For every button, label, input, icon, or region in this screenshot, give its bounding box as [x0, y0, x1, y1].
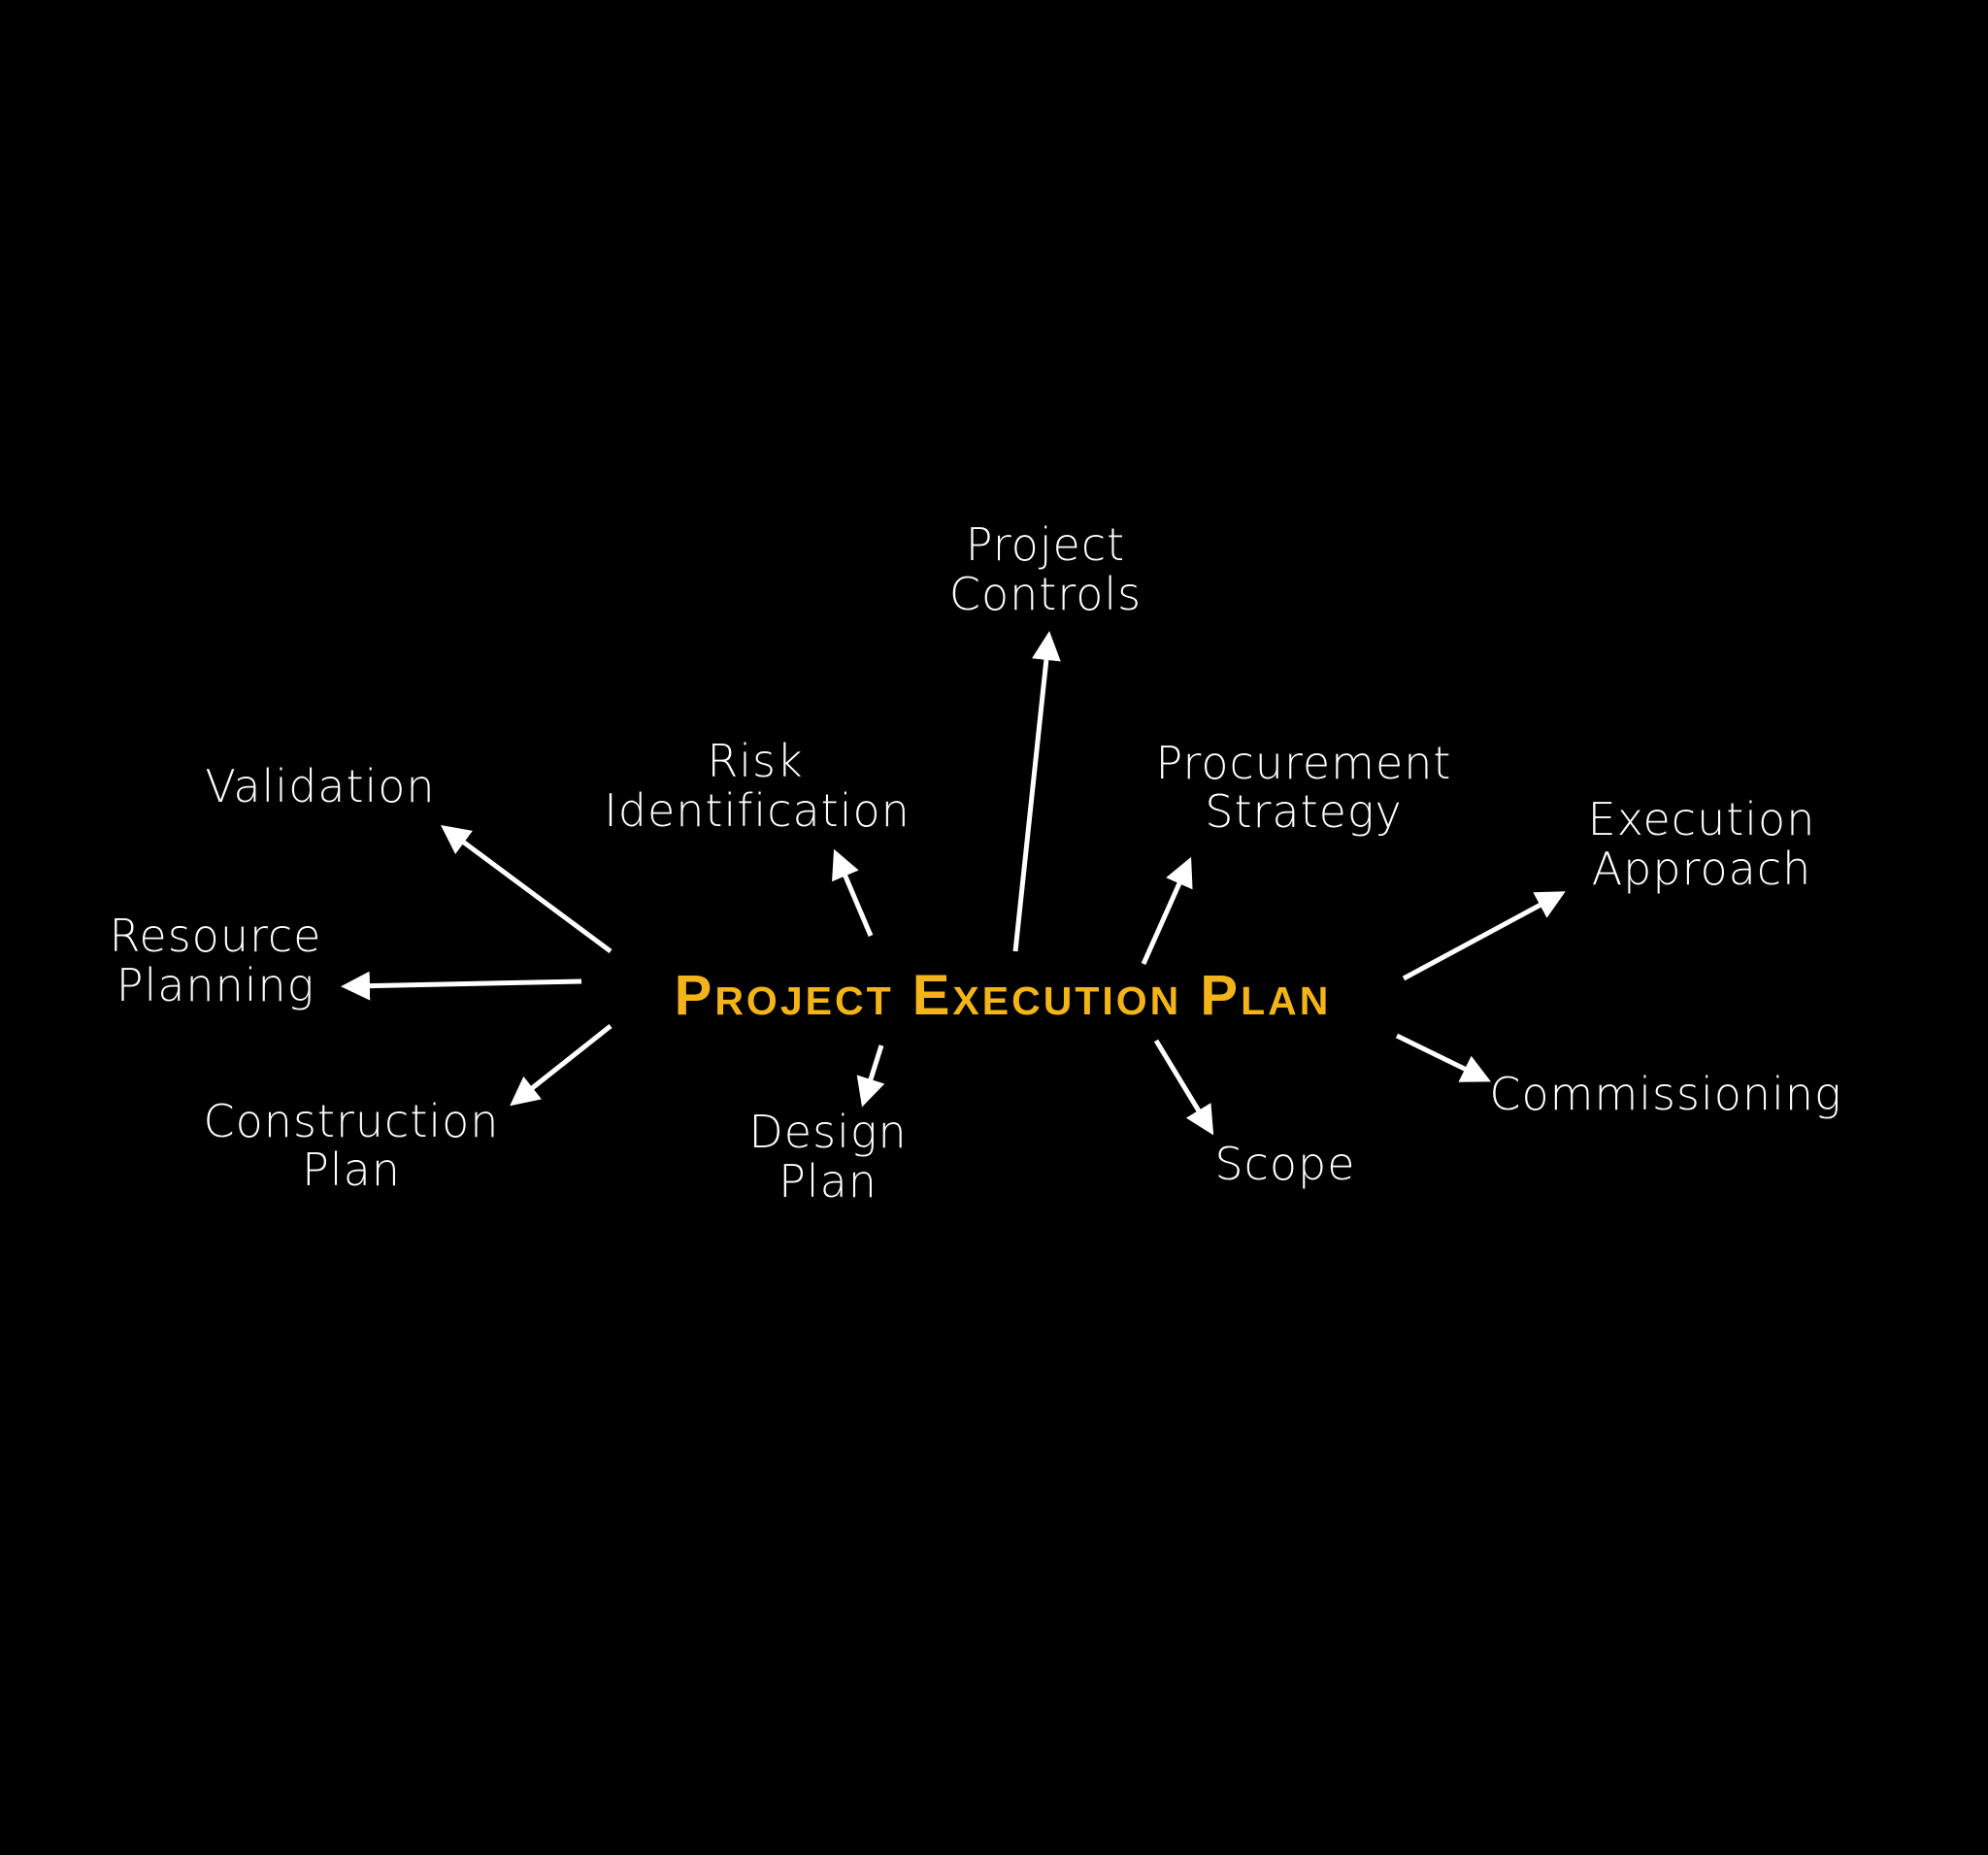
node-construction-plan: Construction Plan [204, 1095, 500, 1196]
arrow-risk-identification [832, 848, 874, 937]
node-label-line: Plan [302, 1143, 401, 1196]
node-resource-planning: Resource Planning [110, 910, 322, 1011]
arrow-validation [440, 825, 613, 954]
node-label-line: Construction [204, 1095, 500, 1147]
center-title: Project Execution Plan [675, 964, 1332, 1027]
arrow-commissioning [1395, 1033, 1491, 1082]
node-label-line: Risk [707, 735, 803, 787]
arrow-construction-plan [510, 1024, 613, 1107]
node-label-line: Commissioning [1489, 1068, 1841, 1120]
node-label-line: Scope [1214, 1138, 1355, 1190]
arrow-procurement-strategy [1141, 856, 1193, 966]
node-label-line: Plan [779, 1155, 878, 1208]
arrow-project-controls [1012, 631, 1061, 952]
node-label-line: Procurement [1156, 737, 1452, 789]
node-label-line: Planning [116, 959, 315, 1011]
node-validation: Validation [205, 760, 435, 812]
node-label-line: Validation [205, 760, 435, 812]
node-label-line: Controls [949, 568, 1142, 620]
node-scope: Scope [1214, 1138, 1355, 1190]
node-procurement-strategy: Procurement Strategy [1156, 737, 1452, 838]
node-label-line: Execution [1588, 793, 1816, 845]
node-label-line: Strategy [1205, 785, 1403, 838]
node-label-line: Approach [1592, 843, 1812, 895]
node-label-line: Design [748, 1106, 907, 1158]
node-label-line: Identification [604, 784, 911, 837]
node-risk-identification: Risk Identification [604, 735, 911, 837]
arrows [341, 631, 1566, 1136]
node-label-line: Resource [110, 910, 322, 962]
arrow-scope [1153, 1039, 1214, 1136]
node-execution-approach: Execution Approach [1588, 793, 1816, 895]
node-project-controls: Project Controls [949, 518, 1142, 620]
arrow-design-plan [856, 1044, 885, 1108]
arrow-execution-approach [1402, 891, 1566, 981]
node-label-line: Project [966, 518, 1125, 571]
arrow-resource-planning [341, 971, 582, 1001]
node-commissioning: Commissioning [1489, 1068, 1841, 1120]
node-design-plan: Design Plan [748, 1106, 907, 1208]
